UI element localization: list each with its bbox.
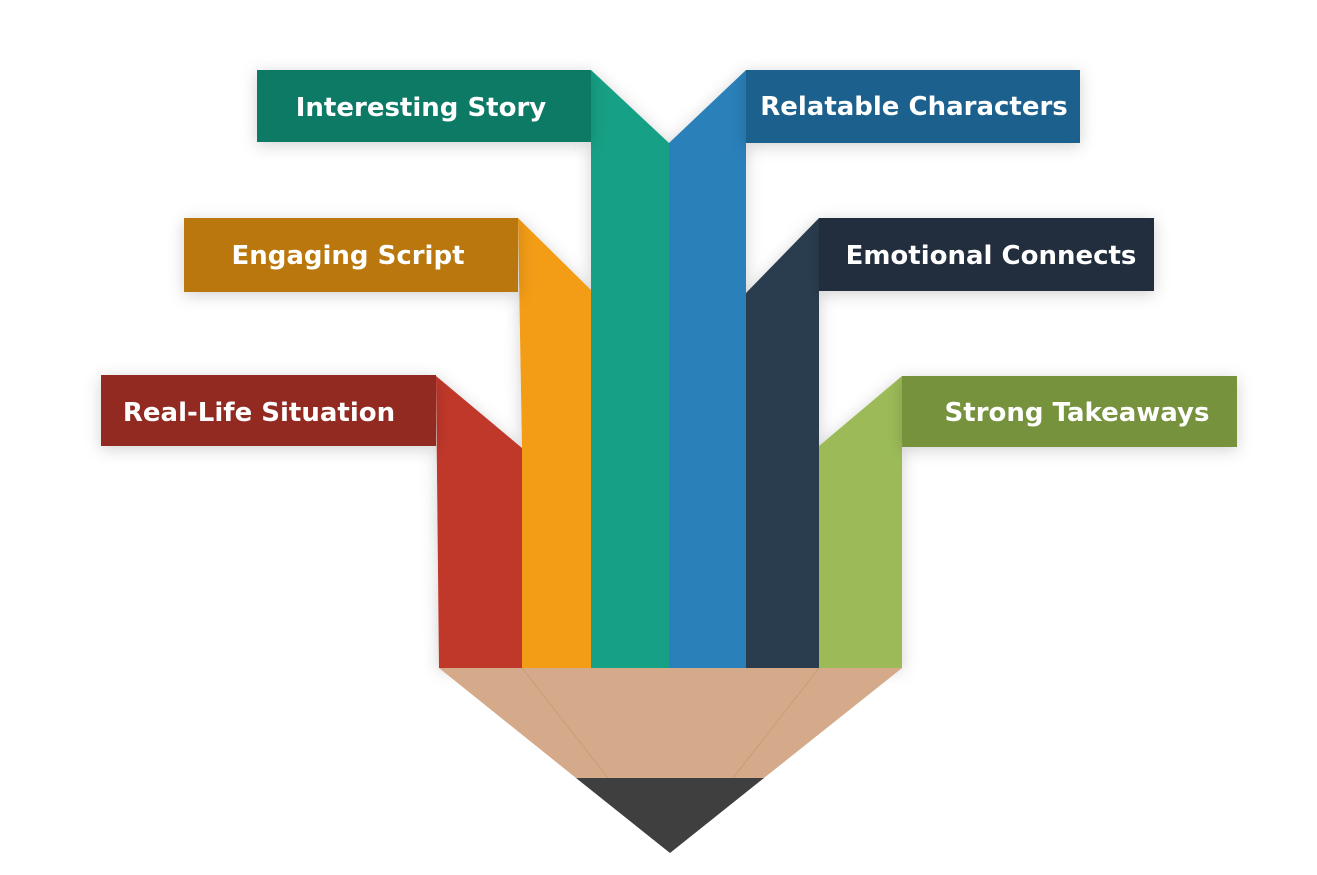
wood-facet-line bbox=[732, 667, 820, 779]
wood-facet-line bbox=[521, 667, 609, 779]
strip-emotional-connects bbox=[746, 218, 819, 668]
strip-engaging-script bbox=[518, 218, 591, 668]
label-strong-takeaways: Strong Takeaways bbox=[945, 398, 1210, 428]
strip-relatable-characters bbox=[669, 70, 746, 668]
label-engaging-script: Engaging Script bbox=[231, 241, 464, 271]
label-relatable-characters: Relatable Characters bbox=[760, 92, 1068, 122]
label-box-strong-takeaways bbox=[902, 376, 1237, 447]
pencil-tip bbox=[439, 667, 902, 853]
pencil-wood-tip bbox=[439, 668, 902, 778]
label-box-emotional-connects bbox=[819, 218, 1154, 291]
label-boxes bbox=[101, 70, 1237, 447]
label-box-real-life-situation bbox=[101, 375, 436, 446]
pencil-body bbox=[436, 70, 902, 668]
label-box-interesting-story bbox=[257, 70, 591, 142]
label-box-engaging-script bbox=[184, 218, 518, 292]
label-real-life-situation: Real-Life Situation bbox=[123, 398, 395, 428]
strip-interesting-story bbox=[591, 70, 669, 668]
pencil-lead bbox=[576, 778, 764, 853]
strip-real-life-situation bbox=[436, 376, 522, 668]
strip-strong-takeaways bbox=[819, 376, 902, 668]
label-box-relatable-characters bbox=[746, 70, 1080, 143]
label-interesting-story: Interesting Story bbox=[296, 93, 547, 123]
label-emotional-connects: Emotional Connects bbox=[846, 241, 1137, 271]
